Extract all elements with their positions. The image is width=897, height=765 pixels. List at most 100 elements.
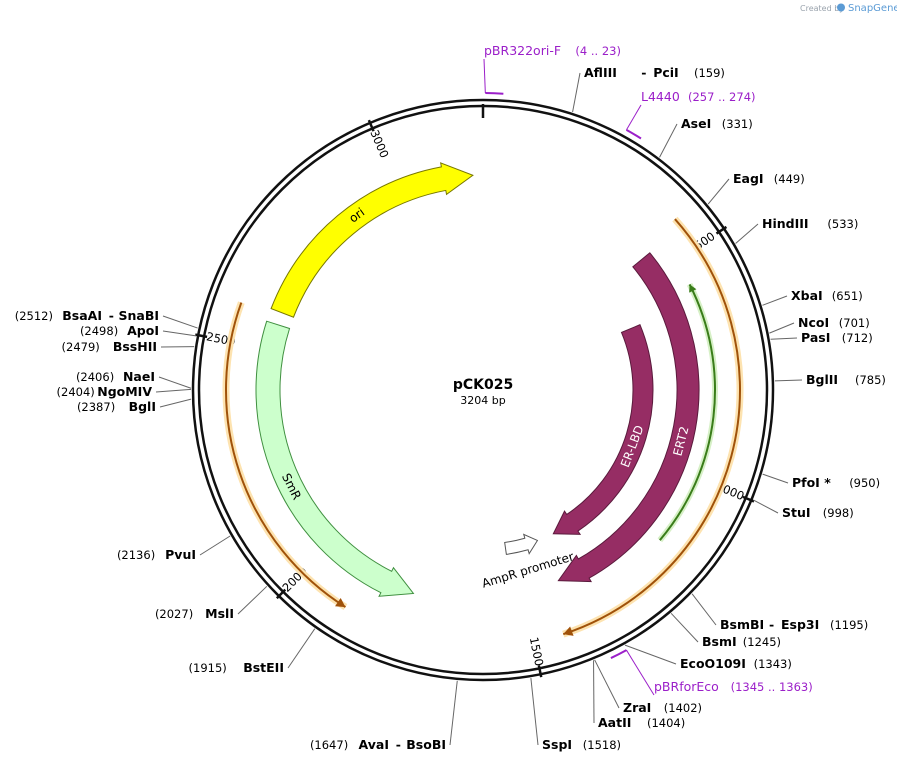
site-pos-pvui: (2136) bbox=[117, 548, 155, 562]
site-leader-pfoi bbox=[762, 473, 789, 484]
plasmid-name: pCK025 bbox=[453, 377, 513, 393]
site-name-avai[interactable]: AvaI bbox=[359, 737, 389, 752]
site-name-pfoi[interactable]: PfoI * bbox=[792, 475, 831, 490]
site-name-msli[interactable]: MslI bbox=[205, 606, 234, 621]
site-leader-sspi bbox=[530, 677, 539, 746]
site-leader-apoi bbox=[162, 330, 197, 337]
primer-name-pbrforeco: pBRforEco bbox=[654, 679, 719, 694]
site-name-afliii[interactable]: AflIII bbox=[584, 65, 617, 80]
site-leader-xbai bbox=[762, 295, 788, 306]
site-pos-afliii: (159) bbox=[694, 66, 725, 80]
site-name-pcii[interactable]: PciI bbox=[653, 65, 679, 80]
site-leader-naei bbox=[158, 376, 192, 389]
site-pos-ncoi: (701) bbox=[839, 316, 870, 330]
primer-arc-l4440[interactable] bbox=[625, 129, 642, 140]
site-pos-bsteii: (1915) bbox=[189, 661, 227, 675]
primer-arc-pbr322ori-f[interactable] bbox=[485, 92, 504, 95]
primer-leader-l4440 bbox=[625, 104, 642, 131]
site-leader-ecoo109i bbox=[624, 644, 677, 665]
site-name-hindiii[interactable]: HindIII bbox=[762, 216, 809, 231]
site-name-esp3i[interactable]: Esp3I bbox=[781, 617, 819, 632]
snapgene-logo-icon bbox=[837, 3, 845, 12]
primer-leader-pbr322ori-f bbox=[483, 58, 486, 94]
site-leader-bsmi bbox=[670, 612, 699, 643]
feature-ampr-promoter[interactable] bbox=[504, 533, 539, 555]
site-leader-stui bbox=[753, 499, 779, 514]
site-pos-ecoo109i: (1343) bbox=[754, 657, 792, 671]
site-name-bsmi[interactable]: BsmI bbox=[702, 634, 737, 649]
site-name-eagi[interactable]: EagI bbox=[733, 171, 764, 186]
site-leader-pvui bbox=[199, 535, 231, 556]
feature-er-lbd[interactable] bbox=[552, 324, 654, 535]
site-pos-asei: (331) bbox=[722, 117, 753, 131]
site-leader-bsmbi bbox=[691, 593, 717, 626]
site-name-pasi[interactable]: PasI bbox=[801, 330, 830, 345]
site-leader-hindiii bbox=[735, 223, 759, 244]
site-name-stui[interactable]: StuI bbox=[782, 505, 811, 520]
site-name-aatii[interactable]: AatII bbox=[598, 715, 631, 730]
site-name-pvui[interactable]: PvuI bbox=[165, 547, 196, 562]
site-dash: - bbox=[396, 737, 401, 752]
site-leader-asei bbox=[659, 123, 678, 158]
site-name-snabi[interactable]: SnaBI bbox=[118, 308, 159, 323]
site-pos-hindiii: (533) bbox=[827, 217, 858, 231]
site-pos-avai: (1647) bbox=[310, 738, 348, 752]
site-name-ecoo109i[interactable]: EcoO109I bbox=[680, 656, 746, 671]
branding-product: SnapGene bbox=[848, 3, 897, 14]
site-name-bsaai[interactable]: BsaAI bbox=[62, 308, 102, 323]
site-pos-ngomiv: (2404) bbox=[57, 385, 95, 399]
site-leader-zrai bbox=[594, 659, 620, 709]
site-pos-naei: (2406) bbox=[76, 370, 114, 384]
site-leader-bglii bbox=[774, 379, 803, 382]
site-leader-msli bbox=[237, 585, 268, 615]
site-name-ncoi[interactable]: NcoI bbox=[798, 315, 829, 330]
feature-ori[interactable] bbox=[270, 162, 474, 318]
site-leader-ncoi bbox=[769, 322, 795, 334]
plasmid-length: 3204 bp bbox=[460, 394, 505, 407]
primer-range-pbrforeco: (1345 .. 1363) bbox=[731, 680, 813, 694]
site-name-sspi[interactable]: SspI bbox=[542, 737, 572, 752]
site-leader-bgli bbox=[159, 398, 192, 408]
site-name-bglii[interactable]: BglII bbox=[806, 372, 838, 387]
tick-mark-3000 bbox=[367, 119, 375, 132]
branding-created-by: Created by bbox=[800, 4, 844, 13]
tick-mark-500 bbox=[715, 225, 728, 235]
site-pos-xbai: (651) bbox=[832, 289, 863, 303]
site-name-asei[interactable]: AseI bbox=[681, 116, 711, 131]
green-orf-arc[interactable] bbox=[659, 283, 716, 541]
green-orf-arrowhead bbox=[689, 284, 697, 293]
site-leader-pasi bbox=[770, 337, 798, 340]
feature-smr[interactable] bbox=[255, 320, 415, 597]
site-pos-zrai: (1402) bbox=[664, 701, 702, 715]
feature-ert2[interactable] bbox=[557, 252, 700, 583]
site-pos-sspi: (1518) bbox=[583, 738, 621, 752]
primer-name-l4440: L4440 bbox=[641, 89, 680, 104]
site-name-naei[interactable]: NaeI bbox=[123, 369, 155, 384]
site-name-xbai[interactable]: XbaI bbox=[791, 288, 823, 303]
site-name-bsteii[interactable]: BstEII bbox=[243, 660, 284, 675]
primer-leader-pbrforeco bbox=[626, 649, 655, 696]
site-pos-stui: (998) bbox=[823, 506, 854, 520]
site-dash: - bbox=[769, 617, 774, 632]
orf-arrowhead-1 bbox=[335, 597, 346, 608]
site-name-zrai[interactable]: ZraI bbox=[623, 700, 651, 715]
site-pos-bsshii: (2479) bbox=[62, 340, 100, 354]
site-name-bsshii[interactable]: BssHII bbox=[113, 339, 157, 354]
feature-label-ampr-promoter: AmpR promoter bbox=[480, 549, 575, 590]
tick-label-3000: 3000 bbox=[367, 128, 391, 160]
orf-arc-0[interactable] bbox=[562, 218, 741, 636]
site-name-bgli[interactable]: BglI bbox=[129, 399, 156, 414]
site-pos-msli: (2027) bbox=[155, 607, 193, 621]
primer-range-pbr322ori-f: (4 .. 23) bbox=[575, 44, 621, 58]
site-dash: - bbox=[109, 308, 114, 323]
primer-arc-pbrforeco[interactable] bbox=[610, 649, 627, 659]
backbone bbox=[191, 98, 775, 682]
site-name-bsmbi[interactable]: BsmBI bbox=[720, 617, 764, 632]
site-name-ngomiv[interactable]: NgoMIV bbox=[97, 384, 152, 399]
site-leader-afliii bbox=[572, 72, 581, 113]
backbone-outer-strand bbox=[191, 98, 775, 682]
orf-arc-1[interactable] bbox=[225, 302, 346, 608]
site-name-bsobi[interactable]: BsoBI bbox=[406, 737, 446, 752]
site-pos-bglii: (785) bbox=[855, 373, 886, 387]
site-name-apoi[interactable]: ApoI bbox=[127, 323, 159, 338]
